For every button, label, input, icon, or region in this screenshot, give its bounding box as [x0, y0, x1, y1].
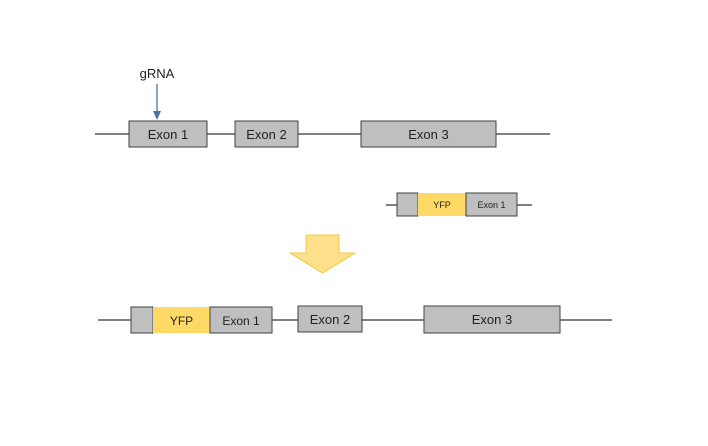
donor-exon-1-box — [465, 192, 518, 217]
donor-exon-1-label: Exon 1 — [477, 200, 505, 210]
edited-exon-2-box — [297, 305, 363, 333]
edited-yfp-label: YFP — [170, 314, 193, 328]
exon-1-box — [128, 120, 208, 148]
grna-arrow-icon — [153, 84, 161, 120]
edited-locus: YFP Exon 1 Exon 2 Exon 3 — [98, 305, 612, 334]
exon-3-label: Exon 3 — [408, 127, 448, 142]
edited-exon-2-label: Exon 2 — [310, 312, 350, 327]
yellow-down-arrow-icon — [288, 234, 357, 274]
edited-exon-1-box — [209, 306, 273, 334]
genomic-locus: Exon 1 Exon 2 Exon 3 — [95, 120, 550, 148]
donor-yfp-label: YFP — [433, 200, 451, 210]
grna-arrow-head — [153, 111, 161, 120]
edited-exon-3-label: Exon 3 — [472, 312, 512, 327]
exon-1-label: Exon 1 — [148, 127, 188, 142]
exon-2-box — [234, 120, 299, 148]
donor-homology-arm-box — [396, 192, 419, 217]
exon-3-box — [360, 120, 497, 148]
edited-exon-3-box — [423, 305, 561, 334]
exon-2-label: Exon 2 — [246, 127, 286, 142]
donor-yfp-box — [418, 193, 466, 216]
edited-homology-arm-box — [130, 306, 154, 334]
grna-label: gRNA — [140, 66, 175, 81]
edited-exon-1-label: Exon 1 — [222, 314, 260, 328]
edited-yfp-box — [153, 307, 210, 333]
donor-template: YFP Exon 1 — [386, 192, 532, 217]
